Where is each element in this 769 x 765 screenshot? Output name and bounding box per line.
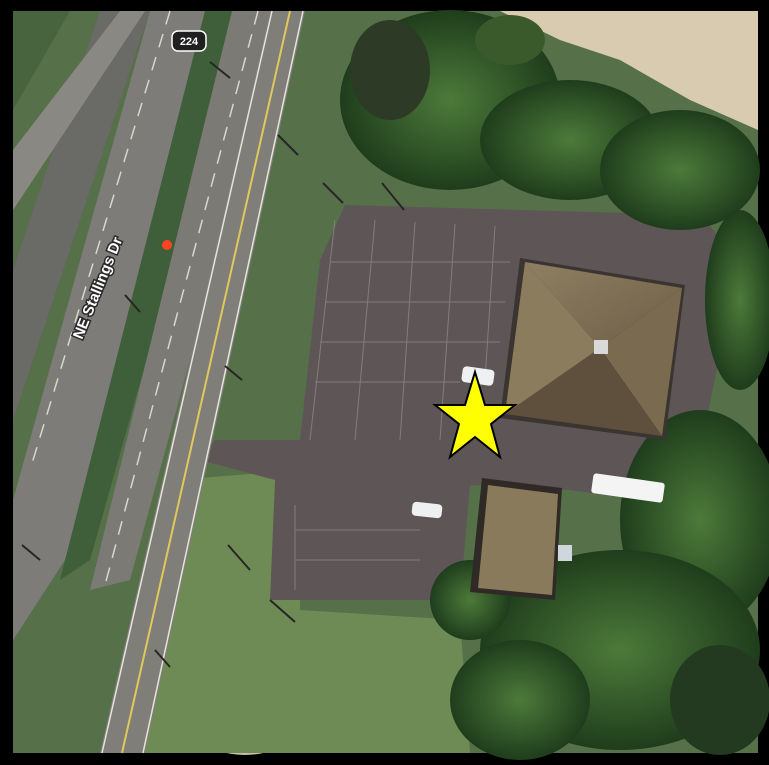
star-icon[interactable] (432, 368, 518, 460)
route-shield-text: 224 (180, 36, 199, 48)
route-shield-224: 224 (171, 30, 207, 52)
poi-dot-icon[interactable] (162, 240, 172, 250)
map-imagery (13, 10, 769, 760)
